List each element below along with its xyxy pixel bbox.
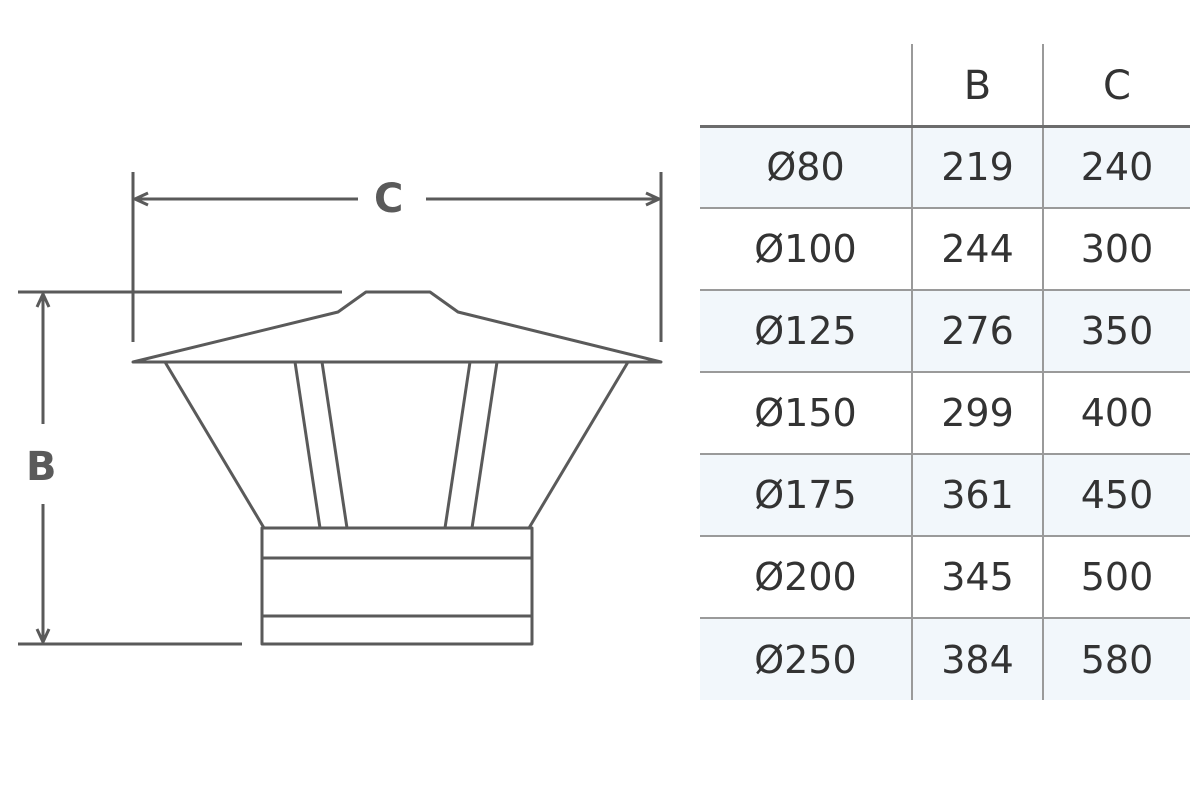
header-diameter <box>700 44 912 128</box>
support-right-outer <box>470 361 499 529</box>
cap-roof <box>131 290 663 364</box>
cell-diameter: Ø80 <box>700 126 912 209</box>
cell-b: 345 <box>911 536 1043 619</box>
table-row: Ø150 299 400 <box>700 372 1190 455</box>
dimension-label-b: B <box>26 444 57 490</box>
cell-c: 240 <box>1042 126 1190 209</box>
table-header-row: B C <box>700 44 1190 128</box>
cell-diameter: Ø175 <box>700 454 912 537</box>
b-arrow-bottom <box>35 628 51 644</box>
cell-b: 244 <box>911 208 1043 291</box>
cell-diameter: Ø100 <box>700 208 912 291</box>
b-arrow-top <box>35 292 51 308</box>
cell-c: 350 <box>1042 290 1190 373</box>
cone-left-edge <box>163 361 266 529</box>
table-row: Ø175 361 450 <box>700 454 1190 537</box>
table-row: Ø125 276 350 <box>700 290 1190 373</box>
table-row: Ø100 244 300 <box>700 208 1190 291</box>
header-b: B <box>911 44 1043 128</box>
cell-diameter: Ø150 <box>700 372 912 455</box>
cell-b: 219 <box>911 126 1043 209</box>
chimney-cap-drawing <box>18 172 663 646</box>
dimensions-table: B C Ø80 219 240 Ø100 244 300 Ø125 276 35… <box>700 44 1190 700</box>
header-c: C <box>1042 44 1190 128</box>
cell-c: 400 <box>1042 372 1190 455</box>
cell-diameter: Ø250 <box>700 618 912 700</box>
cell-b: 299 <box>911 372 1043 455</box>
cell-c: 300 <box>1042 208 1190 291</box>
cell-b: 384 <box>911 618 1043 700</box>
support-left-inner <box>320 361 349 529</box>
c-arrow-right <box>645 191 661 207</box>
cell-c: 580 <box>1042 618 1190 700</box>
cell-b: 276 <box>911 290 1043 373</box>
table-row: Ø250 384 580 <box>700 618 1190 700</box>
support-left-outer <box>293 361 322 529</box>
cone-right-edge <box>527 361 630 529</box>
cell-c: 500 <box>1042 536 1190 619</box>
cell-b: 361 <box>911 454 1043 537</box>
cell-diameter: Ø125 <box>700 290 912 373</box>
table-row: Ø80 219 240 <box>700 126 1190 209</box>
cell-diameter: Ø200 <box>700 536 912 619</box>
cell-c: 450 <box>1042 454 1190 537</box>
table-row: Ø200 345 500 <box>700 536 1190 619</box>
dimension-label-c: C <box>374 176 404 222</box>
support-right-inner <box>443 361 472 529</box>
base-collar <box>260 526 534 646</box>
c-arrow-left <box>133 191 149 207</box>
